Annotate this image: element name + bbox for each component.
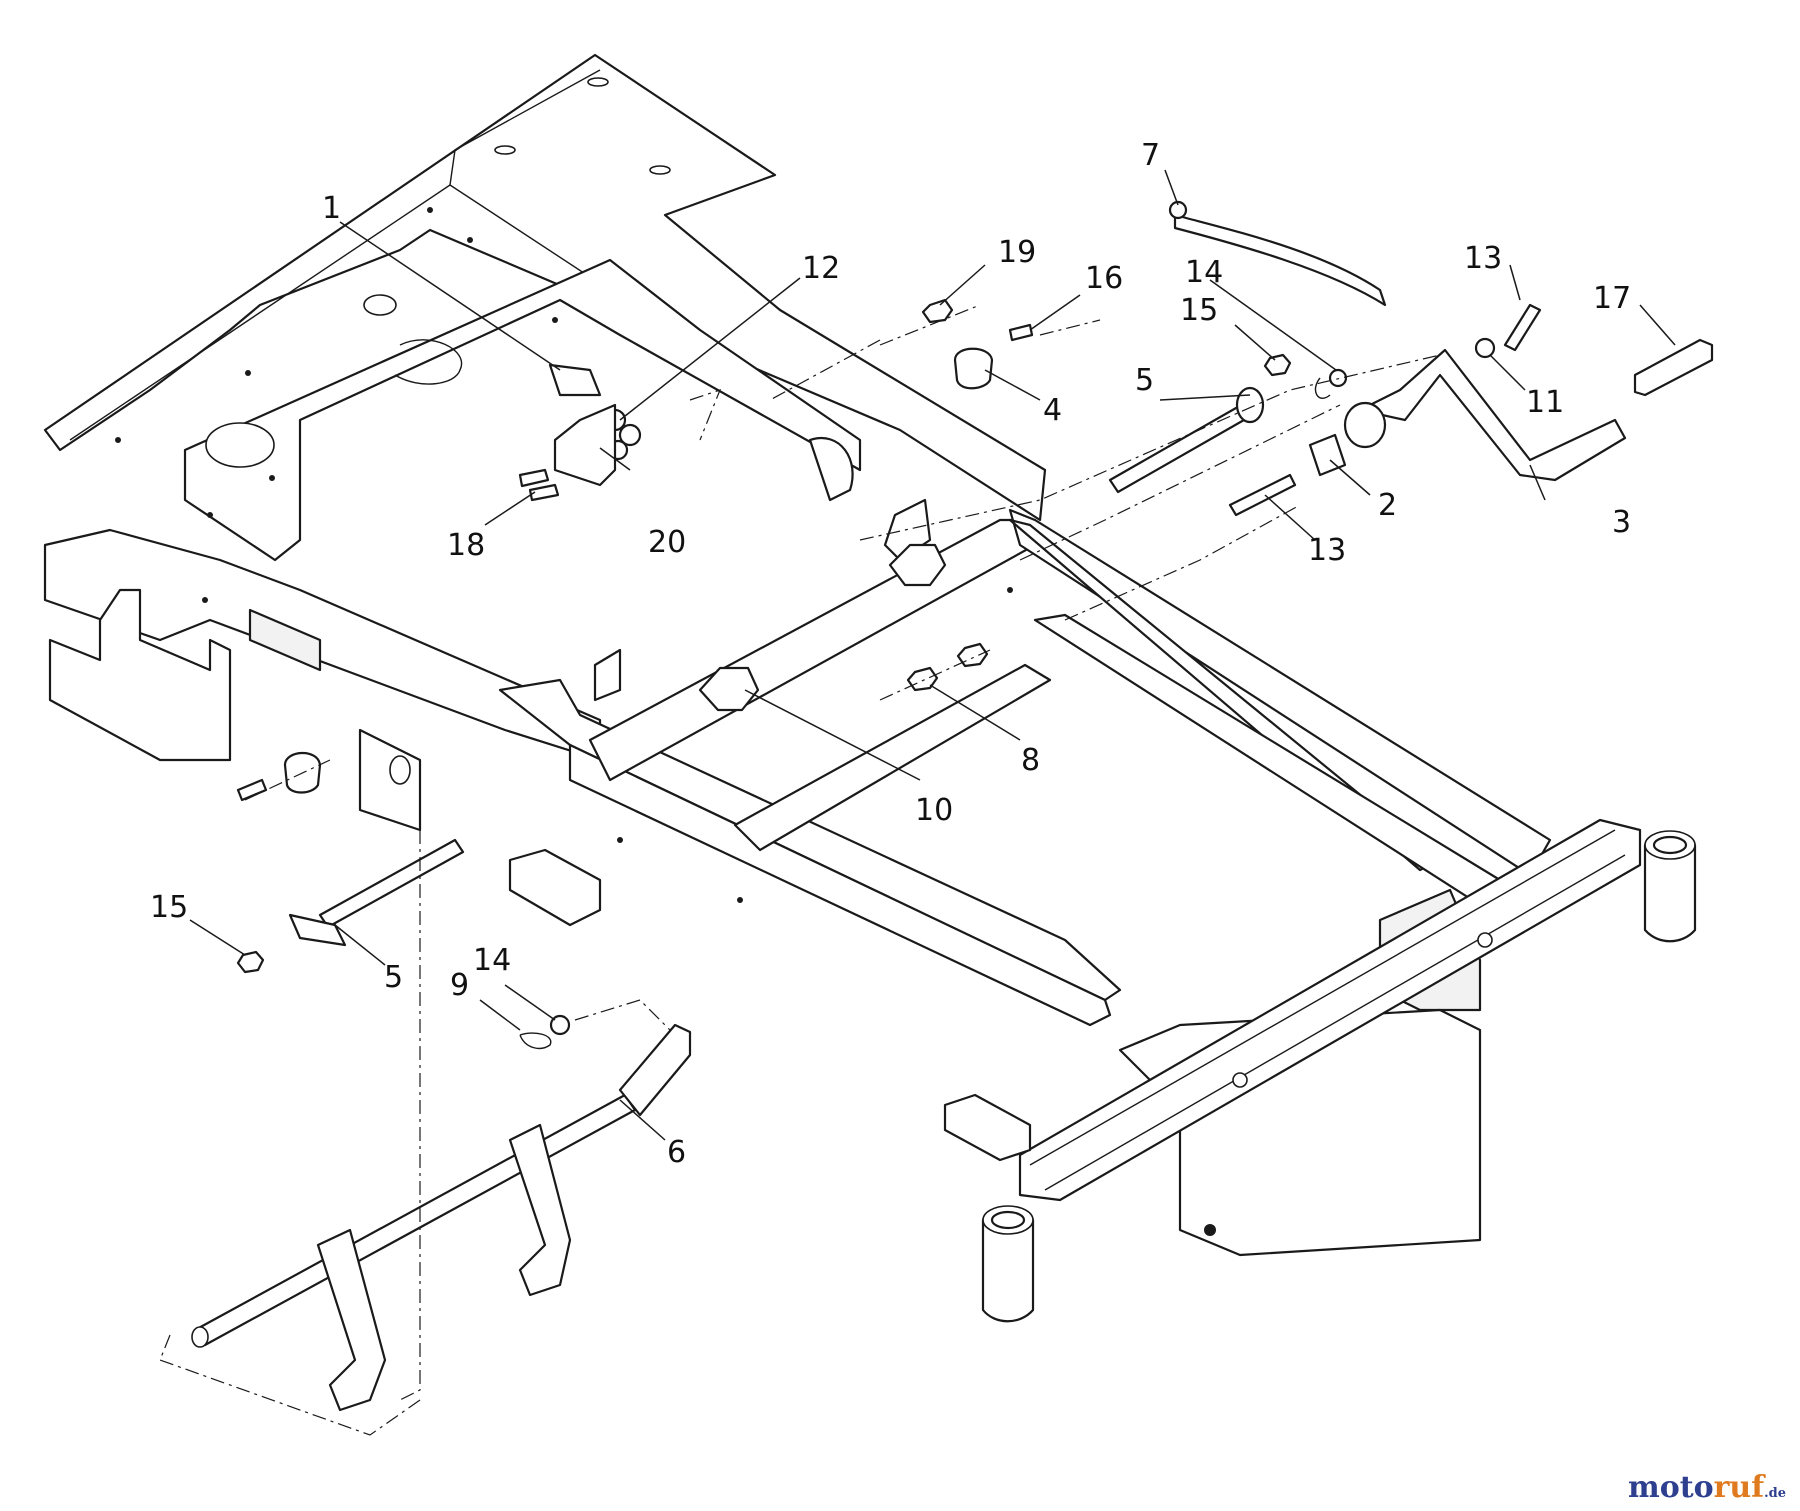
callout-15-upper: 15 [1180, 293, 1218, 328]
part-3-handle [1358, 348, 1627, 482]
callout-12: 12 [802, 251, 840, 286]
part-9-clip-upper [1314, 377, 1331, 399]
callout-8: 8 [1021, 743, 1040, 778]
callout-6: 6 [667, 1135, 686, 1170]
part-6-foot-arm-a [508, 1123, 572, 1297]
callout-17: 17 [1593, 281, 1631, 316]
part-10-knob-b [888, 543, 947, 587]
part-6-lift-shaft [193, 1093, 637, 1347]
part-4-bushing [953, 347, 994, 390]
frame-brackets [508, 437, 1032, 1162]
part-11-washer [1474, 337, 1496, 359]
callout-15-lower: 15 [150, 890, 188, 925]
part-7-end [1168, 200, 1188, 220]
part-10-knob-a [698, 666, 760, 712]
upper-frame-plate [43, 53, 1047, 562]
part-14-washer-upper [1328, 368, 1348, 388]
part-14-washer-lower [549, 1014, 571, 1036]
part-5-pin-head [1235, 386, 1265, 424]
callout-19: 19 [998, 235, 1036, 270]
callout-5-upper: 5 [1135, 363, 1154, 398]
part-17-grip [1633, 338, 1714, 397]
left-side-rail [43, 528, 602, 832]
part-9-clip-lower [519, 1032, 552, 1050]
part-5-pin-lower [318, 838, 465, 929]
callout-14-lower: 14 [473, 943, 511, 978]
part-13-bolt-upper [1503, 303, 1542, 352]
part-3-bushing [1343, 401, 1387, 449]
part-16-bolt [1008, 323, 1034, 342]
front-axle-assembly [981, 818, 1697, 1323]
watermark-part1: moto [1627, 1470, 1714, 1505]
part-13-bolt-lower [1228, 473, 1297, 517]
part-15-nut-upper [1263, 353, 1292, 377]
part-19-nut [921, 298, 954, 324]
callout-13-lower: 13 [1308, 533, 1346, 568]
part-6-shaft-end [191, 1326, 209, 1348]
callout-7: 7 [1141, 138, 1160, 173]
callout-2: 2 [1378, 488, 1397, 523]
leader-lines [189, 169, 1676, 1141]
watermark-part3: .de [1764, 1486, 1786, 1501]
callout-16: 16 [1085, 261, 1123, 296]
part-15-nut-lower [236, 950, 265, 974]
callouts: 1 2 3 4 5 5 6 7 8 9 10 11 12 13 13 14 14… [150, 138, 1631, 1170]
part-8-nut-b [956, 642, 989, 668]
callout-3: 3 [1612, 505, 1631, 540]
assembly-lines [159, 304, 1441, 1436]
callout-18: 18 [447, 528, 485, 563]
watermark-part2: ruf [1713, 1470, 1765, 1505]
callout-9: 9 [450, 968, 469, 1003]
callout-14-upper: 14 [1185, 255, 1223, 290]
callout-5-lower: 5 [384, 960, 403, 995]
part-20-switch-bracket [553, 403, 617, 487]
part-1-switch [548, 363, 602, 397]
part-7-rod [1173, 213, 1387, 307]
part-12-washer-b [618, 423, 642, 447]
part-6-foot-arm-b [316, 1228, 387, 1412]
callout-10: 10 [915, 793, 953, 828]
watermark-logo: motoruf.de [1628, 1470, 1786, 1505]
callout-13-upper: 13 [1464, 241, 1502, 276]
part-18-bolt-b [528, 483, 560, 502]
callout-20: 20 [648, 525, 686, 560]
part-6-lever-arm [618, 1023, 692, 1117]
rail-bolt [236, 778, 268, 802]
callout-1: 1 [322, 191, 341, 226]
callout-11: 11 [1526, 385, 1564, 420]
part-5-pin-plate [288, 913, 347, 947]
callout-4: 4 [1043, 393, 1062, 428]
part-18-bolt [518, 468, 550, 488]
